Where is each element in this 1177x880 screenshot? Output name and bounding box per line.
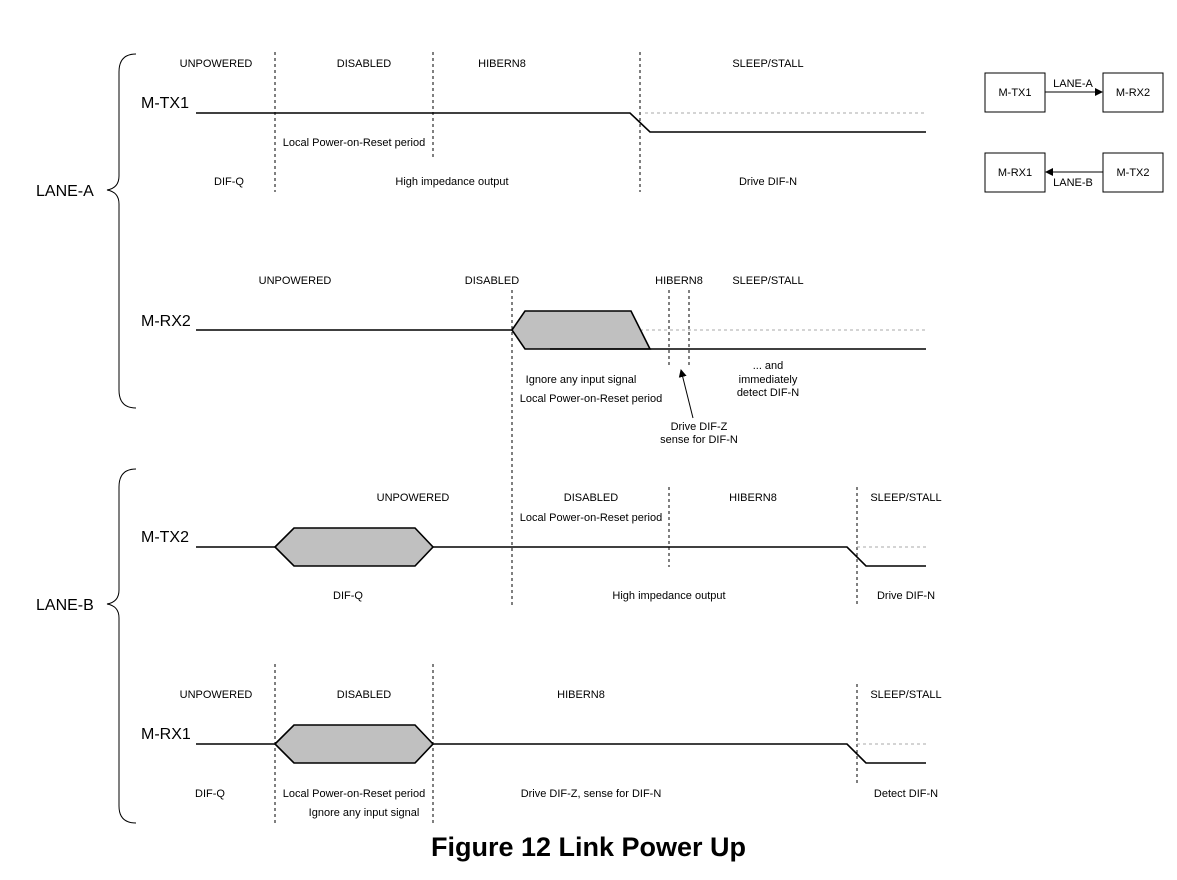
legend-lane-b-label: LANE-B [1053, 177, 1093, 189]
m-tx2-signal-name: M-TX2 [141, 529, 189, 546]
m-tx1-timeline: UNPOWERED DISABLED HIBERN8 SLEEP/STALL M… [141, 52, 926, 192]
m-tx1-note-por: Local Power-on-Reset period [283, 137, 425, 149]
lane-legend: M-TX1 M-RX2 LANE-A M-RX1 M-TX2 LANE-B [984, 72, 1164, 193]
m-tx2-timeline: UNPOWERED DISABLED HIBERN8 SLEEP/STALL L… [141, 487, 942, 606]
m-rx1-state-sleep-stall: SLEEP/STALL [870, 689, 941, 701]
m-tx1-waveform [196, 112, 926, 133]
m-rx2-state-sleep-stall: SLEEP/STALL [732, 275, 803, 287]
m-rx1-state-hibern8: HIBERN8 [557, 689, 605, 701]
m-rx2-state-disabled: DISABLED [465, 275, 519, 287]
m-rx2-signal-name: M-RX2 [141, 313, 191, 330]
m-tx2-state-hibern8: HIBERN8 [729, 492, 777, 504]
legend-box-m-tx2 [1102, 152, 1164, 193]
m-rx2-state-hibern8: HIBERN8 [655, 275, 703, 287]
legend-box-m-tx1 [984, 72, 1046, 113]
m-rx2-state-unpowered: UNPOWERED [259, 275, 332, 287]
m-tx1-note-high-impedance: High impedance output [395, 176, 508, 188]
m-rx1-note-ignore-input: Ignore any input signal [309, 807, 420, 819]
m-tx1-note-drive-dif-n: Drive DIF-N [739, 176, 797, 188]
m-tx2-note-high-impedance: High impedance output [612, 590, 725, 602]
m-rx2-undefined-region [511, 310, 652, 350]
m-tx1-state-hibern8: HIBERN8 [478, 58, 526, 70]
m-tx2-note-drive-dif-n: Drive DIF-N [877, 590, 935, 602]
m-rx2-note-drive-dif-z: Drive DIF-Z [671, 421, 728, 433]
figure-caption: Figure 12 Link Power Up [430, 832, 747, 862]
m-rx2-note-ignore-input: Ignore any input signal [526, 374, 637, 386]
legend-box-m-rx1-label: M-RX1 [998, 167, 1032, 179]
m-tx1-state-sleep-stall: SLEEP/STALL [732, 58, 803, 70]
m-rx1-note-detect-dif-n: Detect DIF-N [874, 788, 938, 800]
m-tx2-state-unpowered: UNPOWERED [377, 492, 450, 504]
m-tx2-note-dif-q: DIF-Q [333, 590, 363, 602]
m-rx1-note-dif-q: DIF-Q [195, 788, 225, 800]
m-rx1-note-por: Local Power-on-Reset period [283, 788, 425, 800]
m-rx1-signal-name: M-RX1 [141, 726, 191, 743]
m-rx2-note-and: ... and [753, 360, 784, 372]
m-tx2-waveform [433, 546, 926, 567]
m-tx2-state-sleep-stall: SLEEP/STALL [870, 492, 941, 504]
legend-lane-a-label: LANE-A [1053, 78, 1093, 90]
legend-box-m-tx1-label: M-TX1 [999, 87, 1032, 99]
lane-b-label: LANE-B [36, 597, 94, 614]
m-tx2-undefined-region [273, 527, 435, 567]
m-tx2-note-por: Local Power-on-Reset period [520, 512, 662, 524]
lane-a-label: LANE-A [36, 183, 94, 200]
lane-b-brace [106, 468, 137, 824]
m-tx2-state-disabled: DISABLED [564, 492, 618, 504]
m-rx2-note-detect-dif-n: detect DIF-N [737, 387, 799, 399]
legend-box-m-rx2 [1102, 72, 1164, 113]
m-tx1-signal-name: M-TX1 [141, 95, 189, 112]
m-rx1-undefined-region [273, 724, 435, 764]
lane-a-brace [106, 53, 137, 409]
m-rx2-pointer-arrow [678, 369, 694, 419]
m-tx1-state-unpowered: UNPOWERED [180, 58, 253, 70]
m-rx2-timeline: UNPOWERED DISABLED HIBERN8 SLEEP/STALL M… [141, 275, 926, 446]
m-rx1-state-unpowered: UNPOWERED [180, 689, 253, 701]
m-rx1-state-disabled: DISABLED [337, 689, 391, 701]
legend-box-m-tx2-label: M-TX2 [1117, 167, 1150, 179]
m-rx2-note-sense-dif-n: sense for DIF-N [660, 434, 738, 446]
m-rx1-note-drive-dif-z: Drive DIF-Z, sense for DIF-N [521, 788, 662, 800]
m-rx2-note-immediately: immediately [739, 374, 798, 386]
m-rx2-note-por: Local Power-on-Reset period [520, 393, 662, 405]
m-tx1-note-dif-q: DIF-Q [214, 176, 244, 188]
m-tx1-state-disabled: DISABLED [337, 58, 391, 70]
m-rx1-waveform [433, 743, 926, 764]
m-rx1-timeline: UNPOWERED DISABLED HIBERN8 SLEEP/STALL M… [141, 664, 942, 823]
legend-box-m-rx2-label: M-RX2 [1116, 87, 1150, 99]
